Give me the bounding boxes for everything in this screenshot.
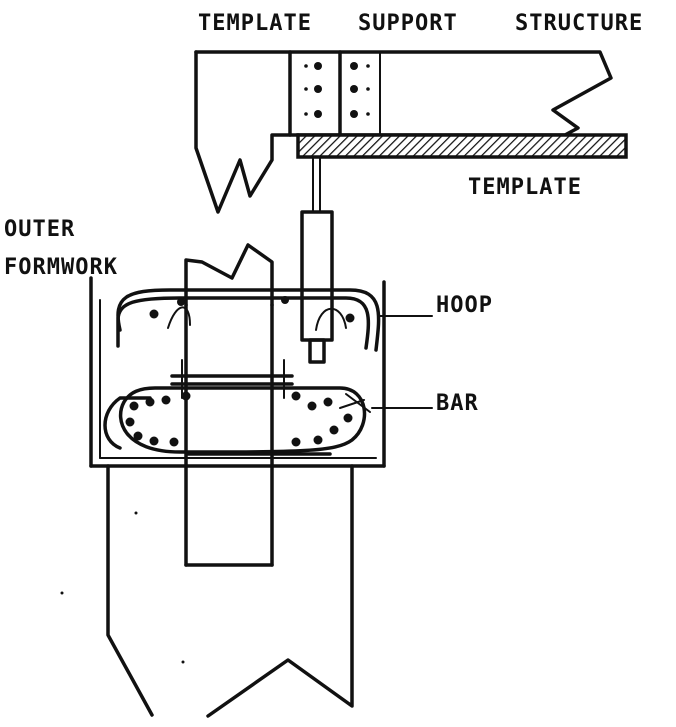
- hanger-rod: [300, 156, 334, 364]
- label-template-2: TEMPLATE: [468, 175, 582, 200]
- label-structure: STRUCTURE: [515, 11, 644, 36]
- upper-hoop: [116, 288, 381, 352]
- label-support: SUPPORT: [358, 11, 458, 36]
- anchor-plate: [170, 359, 294, 399]
- template-plate: [296, 133, 628, 159]
- label-outer: OUTER: [4, 217, 76, 242]
- label-formwork: FORMWORK: [4, 255, 118, 280]
- bolt-group: [304, 62, 370, 118]
- label-hoop: HOOP: [436, 293, 493, 318]
- steel-column: [184, 243, 274, 567]
- concrete-pier: [106, 464, 354, 718]
- main-bars: [125, 391, 353, 447]
- outer-formwork: [89, 276, 386, 468]
- label-template-1: TEMPLATE: [198, 11, 312, 36]
- label-bar: BAR: [436, 391, 479, 416]
- lower-hoop: [103, 386, 371, 456]
